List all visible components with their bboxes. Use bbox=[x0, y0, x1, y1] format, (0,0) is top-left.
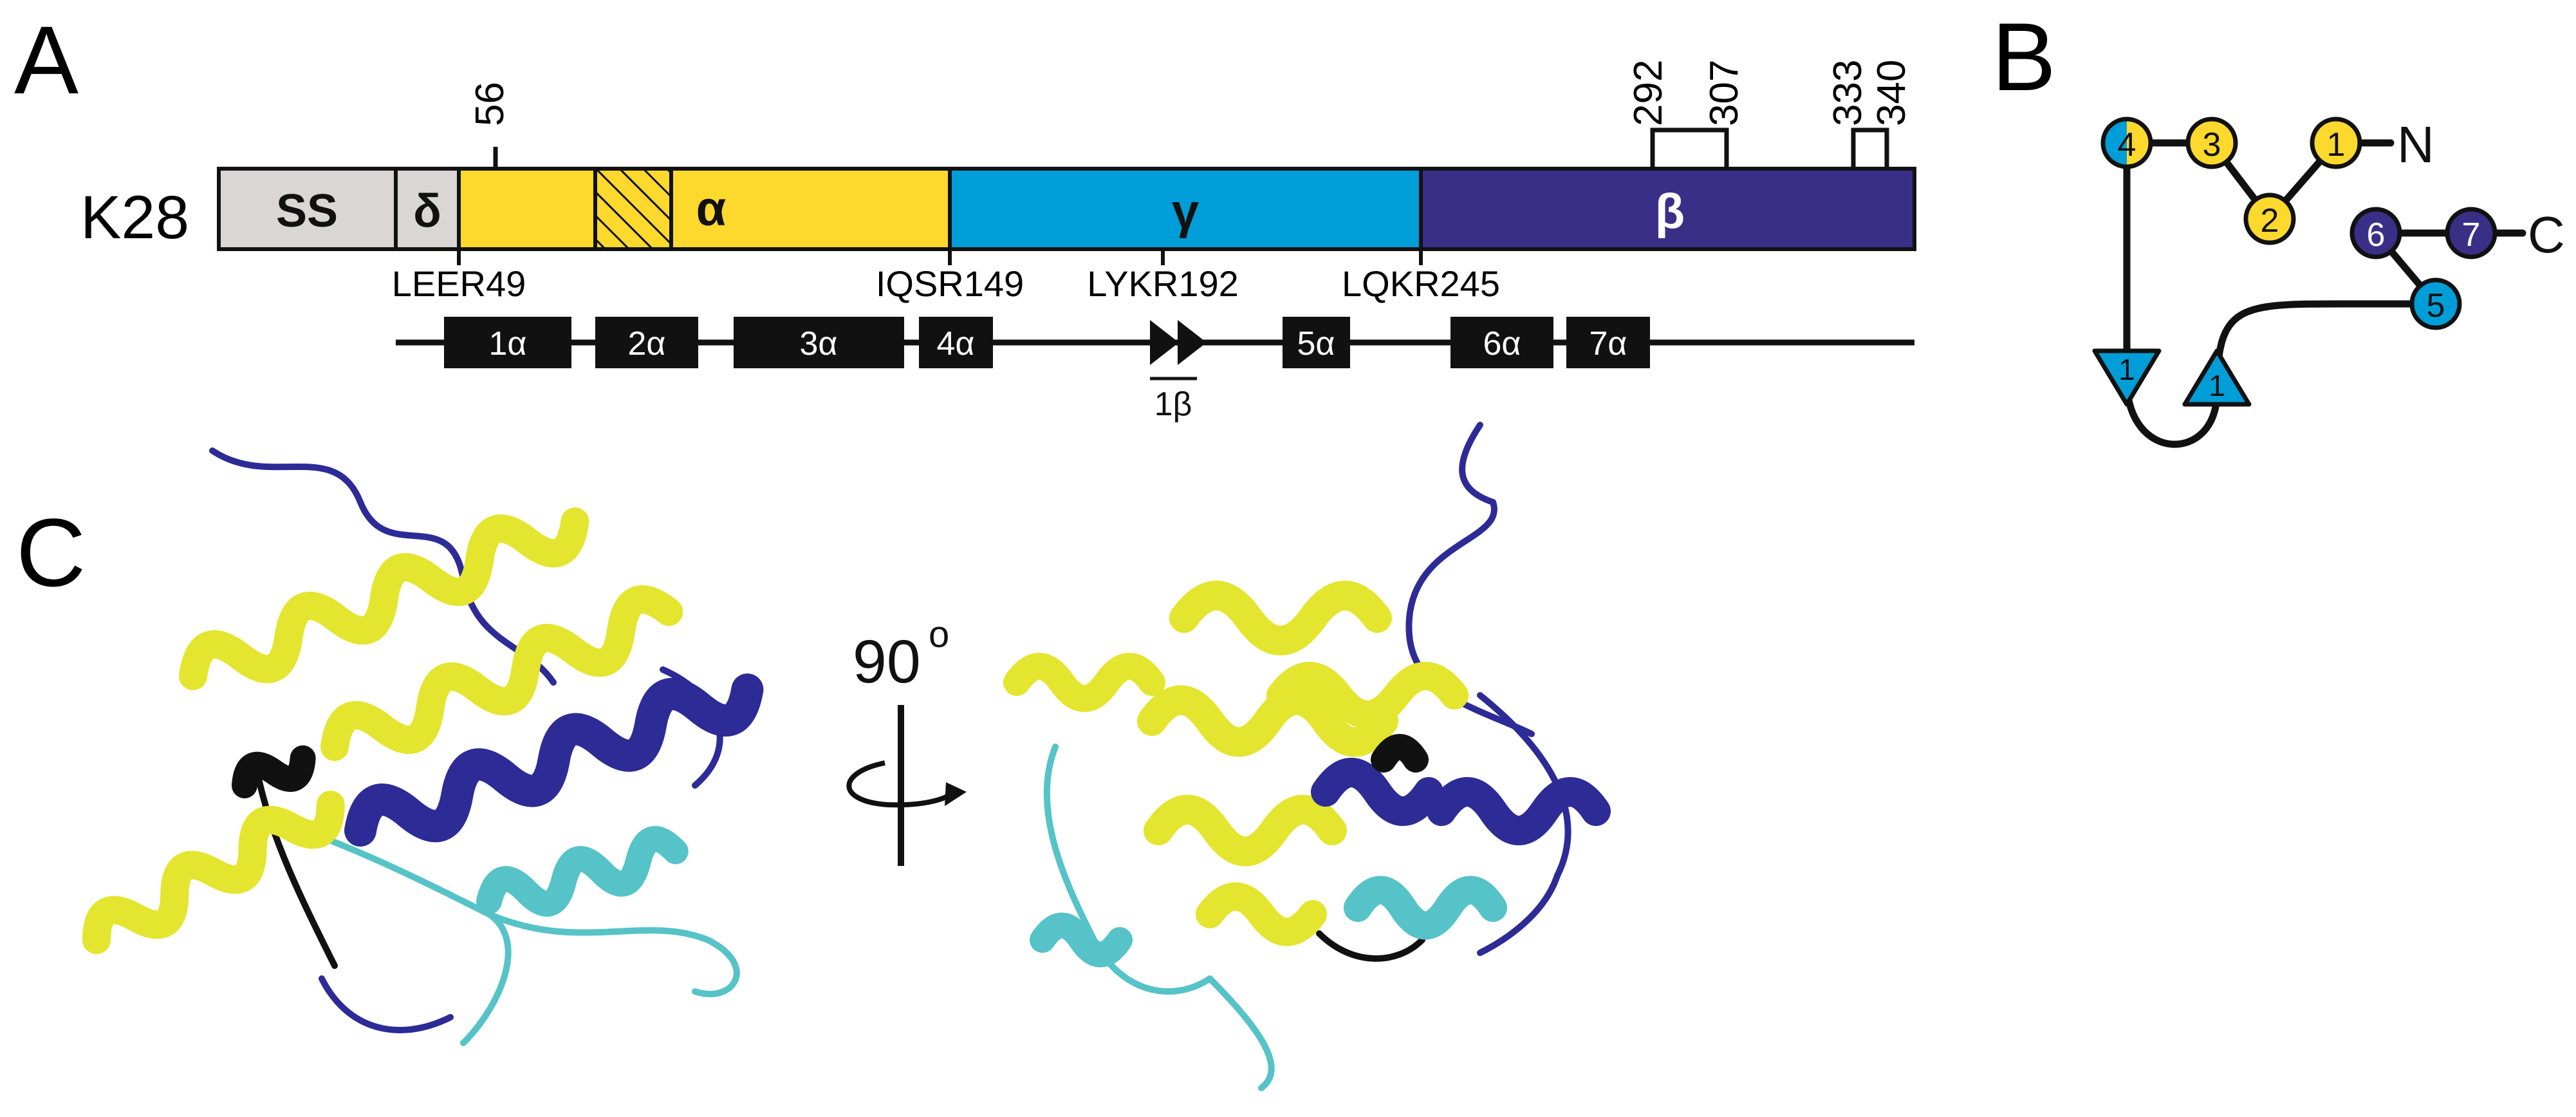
domain-delta bbox=[394, 167, 461, 251]
panel-label-b: B bbox=[1992, 3, 2056, 111]
svg-text:2: 2 bbox=[2261, 202, 2279, 239]
domain-alpha bbox=[457, 167, 952, 251]
topology-strand-down: 1 bbox=[2092, 348, 2162, 407]
helix-box-1a bbox=[444, 317, 571, 368]
helix-box-2a bbox=[595, 317, 698, 368]
c-terminus-label: C bbox=[2528, 206, 2565, 263]
panel-label-a: A bbox=[14, 6, 79, 114]
topology-node-7: 7 bbox=[2445, 207, 2497, 259]
topology-node-5: 5 bbox=[2409, 277, 2462, 330]
cleavage-lykr192: LYKR192 bbox=[1087, 263, 1239, 304]
cleavage-lqkr245: LQKR245 bbox=[1342, 263, 1500, 304]
svg-text:3: 3 bbox=[2203, 126, 2221, 164]
domain-alpha-hatched bbox=[593, 167, 673, 251]
helix-box-5a bbox=[1283, 317, 1350, 368]
helix-label-5a: 5α bbox=[1297, 325, 1335, 362]
svg-text:4: 4 bbox=[2118, 126, 2136, 164]
helix-label-3a: 3α bbox=[800, 325, 838, 362]
topology-node-2: 2 bbox=[2243, 192, 2296, 245]
protein-name: K28 bbox=[80, 183, 189, 252]
ribbon-structure-right bbox=[1003, 422, 1611, 1091]
cleavage-ticks bbox=[457, 249, 1423, 265]
domain-label-ss: SS bbox=[276, 185, 338, 237]
rotation-degree: o bbox=[929, 614, 949, 655]
domain-label-gamma: γ bbox=[1172, 184, 1199, 239]
topology-node-6: 6 bbox=[2349, 207, 2402, 259]
svg-text:1: 1 bbox=[2327, 126, 2346, 164]
helix-label-2a: 2α bbox=[628, 325, 666, 362]
strand-arrow-1 bbox=[1150, 320, 1179, 365]
topology-diagram: 4 3 1 2 6 7 5 1 bbox=[2092, 116, 2565, 448]
domain-label-delta: δ bbox=[413, 185, 441, 237]
rotation-angle: 90 bbox=[853, 628, 921, 696]
helix-box-7a bbox=[1566, 317, 1650, 368]
svg-text:5: 5 bbox=[2427, 287, 2445, 324]
domain-label-beta: β bbox=[1655, 184, 1685, 239]
residue-56: 56 bbox=[468, 82, 512, 126]
domain-label-alpha: α bbox=[696, 182, 727, 236]
topology-node-4: 4 bbox=[2100, 117, 2153, 169]
topology-node-1: 1 bbox=[2310, 117, 2362, 169]
strand-arrow-2 bbox=[1178, 320, 1207, 365]
svg-text:1: 1 bbox=[2209, 369, 2225, 402]
panel-label-c: C bbox=[16, 498, 86, 606]
domain-beta bbox=[1419, 167, 1916, 251]
residue-340: 340 bbox=[1869, 60, 1914, 126]
cleavage-leer49: LEER49 bbox=[392, 263, 526, 304]
domain-bar: SS δ α γ β bbox=[217, 167, 1916, 251]
helix-label-6a: 6α bbox=[1483, 325, 1521, 362]
ribbon-structure-left bbox=[82, 447, 764, 1046]
secondary-structure-track bbox=[396, 317, 1914, 380]
svg-text:6: 6 bbox=[2367, 216, 2386, 254]
domain-ss bbox=[217, 167, 398, 251]
residue-333: 333 bbox=[1826, 60, 1870, 126]
n-terminus-label: N bbox=[2397, 116, 2434, 173]
topology-node-3: 3 bbox=[2185, 117, 2238, 169]
rotation-indicator: 90 o bbox=[846, 614, 967, 866]
strand-label-1b: 1β bbox=[1154, 386, 1192, 423]
rotation-arrow-icon bbox=[945, 782, 967, 806]
helix-label-4a: 4α bbox=[937, 325, 975, 362]
topology-strand-up: 1 bbox=[2182, 348, 2252, 407]
helix-box-6a bbox=[1450, 317, 1553, 368]
helix-label-7a: 7α bbox=[1589, 325, 1627, 362]
svg-text:1: 1 bbox=[2118, 353, 2135, 386]
helix-box-3a bbox=[734, 317, 904, 368]
residue-292: 292 bbox=[1626, 60, 1671, 126]
cleavage-iqsr149: IQSR149 bbox=[876, 263, 1024, 304]
svg-text:7: 7 bbox=[2462, 216, 2481, 254]
residue-307: 307 bbox=[1702, 60, 1747, 126]
helix-label-1a: 1α bbox=[489, 325, 527, 362]
helix-box-4a bbox=[919, 317, 993, 368]
residue-markers bbox=[493, 127, 1889, 169]
